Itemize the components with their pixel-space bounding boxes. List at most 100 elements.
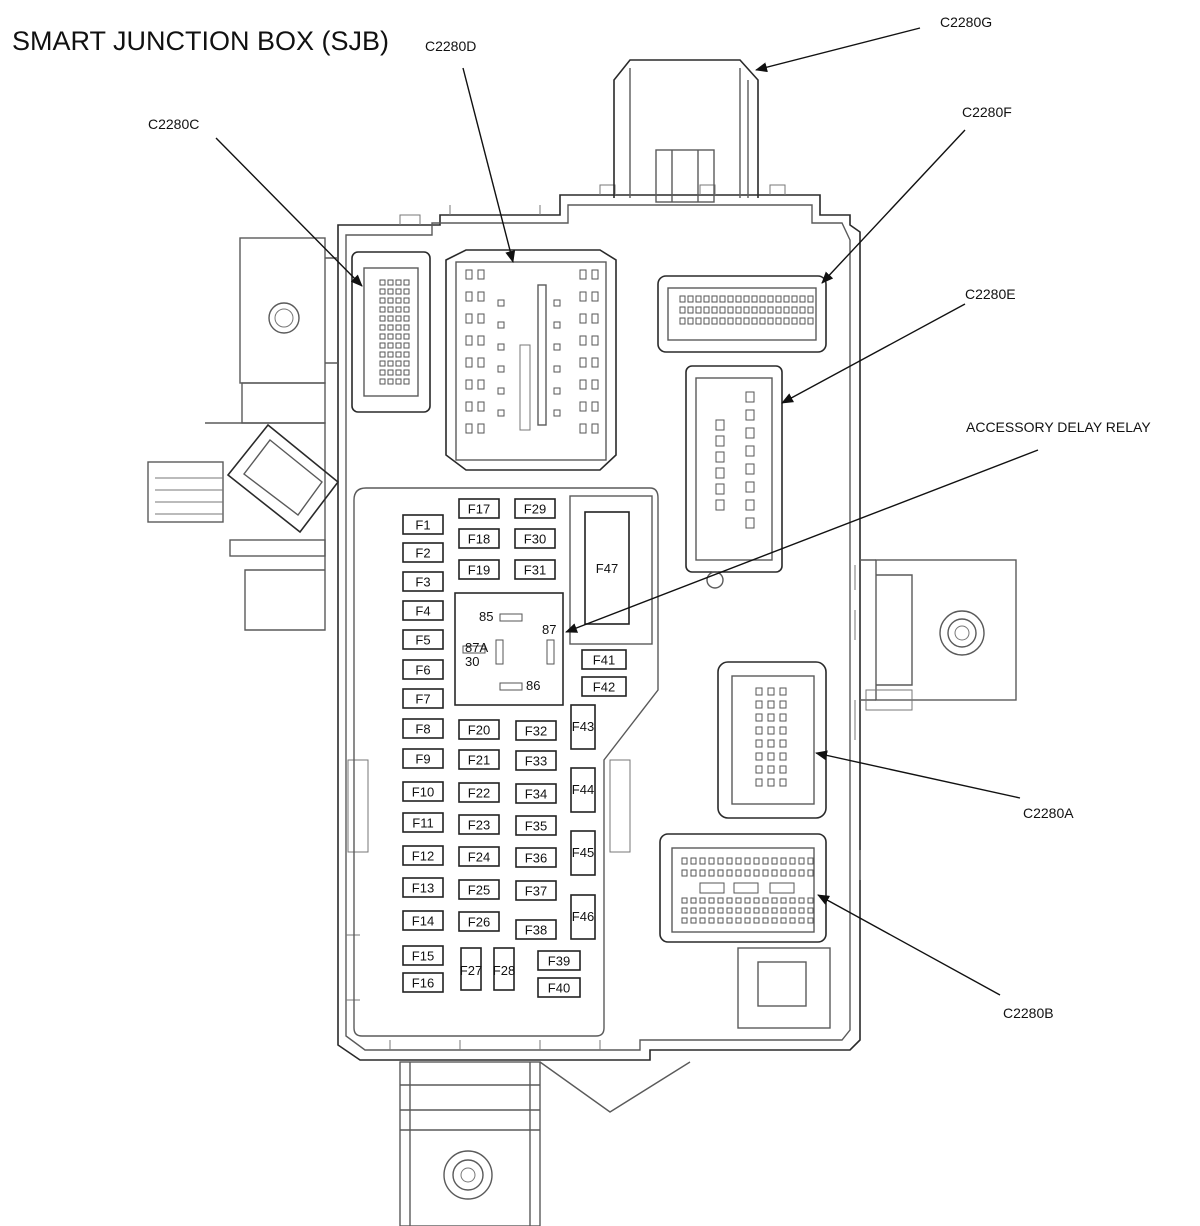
connector-pin bbox=[767, 687, 775, 696]
relay-terminal-87: 87 bbox=[542, 622, 556, 637]
fuse-label: F41 bbox=[593, 653, 615, 668]
fuse-label: F40 bbox=[548, 981, 570, 996]
connector-pin bbox=[387, 279, 394, 286]
connector-pin bbox=[403, 342, 410, 349]
connector-pin bbox=[711, 317, 718, 325]
connector-pin bbox=[744, 907, 751, 914]
fuse-label: F12 bbox=[412, 849, 434, 864]
fuse-body bbox=[402, 910, 444, 931]
fuse-body bbox=[514, 528, 556, 549]
connector-pin bbox=[387, 288, 394, 295]
connector-pin bbox=[690, 897, 697, 904]
connector-pin bbox=[387, 333, 394, 340]
connector-pin bbox=[762, 907, 769, 914]
fuse-body bbox=[584, 511, 630, 625]
connector-pin bbox=[465, 379, 473, 390]
fuse-body bbox=[402, 781, 444, 802]
connector-pin bbox=[779, 726, 787, 735]
connector-pin bbox=[735, 869, 742, 877]
fuse-body bbox=[570, 830, 596, 876]
connector-pin bbox=[755, 687, 763, 696]
connector-pin bbox=[465, 269, 473, 280]
fuse-label: F34 bbox=[525, 787, 547, 802]
connector-pin bbox=[379, 360, 386, 367]
fuse-label: F31 bbox=[524, 563, 546, 578]
connector-pin bbox=[579, 379, 587, 390]
connector-pin bbox=[497, 321, 505, 329]
connector-pin bbox=[727, 317, 734, 325]
connector-pin bbox=[553, 365, 561, 373]
connector-pin bbox=[477, 423, 485, 434]
connector-pin bbox=[395, 378, 402, 385]
connector-pin bbox=[465, 401, 473, 412]
fuse-body bbox=[458, 879, 500, 900]
diagram-title: SMART JUNCTION BOX (SJB) bbox=[12, 26, 389, 56]
connector-pin bbox=[553, 343, 561, 351]
fuse-body bbox=[515, 720, 557, 741]
connector-pin bbox=[745, 445, 755, 457]
fuse-body bbox=[514, 498, 556, 519]
fuse-label: F29 bbox=[524, 502, 546, 517]
connector-pin bbox=[395, 288, 402, 295]
fuse-body bbox=[537, 950, 581, 971]
connector-pin bbox=[743, 306, 750, 314]
fuse-body bbox=[515, 880, 557, 901]
connector-pin bbox=[379, 306, 386, 313]
fuse-body bbox=[458, 498, 500, 519]
connector-pin bbox=[703, 317, 710, 325]
connector-pin bbox=[759, 306, 766, 314]
sjb-housing bbox=[147, 59, 1017, 1226]
connector-pin bbox=[403, 351, 410, 358]
connector-pin bbox=[767, 317, 774, 325]
connector-pin bbox=[403, 378, 410, 385]
connector-pin bbox=[395, 333, 402, 340]
connector-pin bbox=[695, 306, 702, 314]
connector-pin bbox=[687, 295, 694, 303]
connector-pin bbox=[708, 917, 715, 924]
connector-pin bbox=[735, 907, 742, 914]
connector-pin bbox=[403, 288, 410, 295]
connector-pin bbox=[735, 857, 742, 865]
connector-pin bbox=[591, 423, 599, 434]
connector-pin bbox=[591, 291, 599, 302]
label-accessory-delay-relay: ACCESSORY DELAY RELAY bbox=[966, 419, 1151, 435]
connector-pin bbox=[789, 857, 796, 865]
label-c2280c: C2280C bbox=[148, 116, 199, 132]
connector-pin bbox=[379, 342, 386, 349]
connector-pin bbox=[798, 907, 805, 914]
connector-pin bbox=[699, 857, 706, 865]
fuse-label: F22 bbox=[468, 786, 490, 801]
connector-pin bbox=[579, 269, 587, 280]
connector-pin bbox=[395, 369, 402, 376]
connector-pin bbox=[395, 342, 402, 349]
fuse-f24: F24 bbox=[458, 846, 500, 867]
connector-pin bbox=[807, 295, 814, 303]
fuse-body bbox=[515, 750, 557, 771]
connector-pin bbox=[387, 360, 394, 367]
fuse-body bbox=[515, 783, 557, 804]
fuse-label: F18 bbox=[468, 532, 490, 547]
connector-pin bbox=[745, 481, 755, 493]
fuse-f10: F10 bbox=[402, 781, 444, 802]
label-c2280g: C2280G bbox=[940, 14, 992, 30]
fuse-body bbox=[493, 947, 515, 991]
connector-pin bbox=[477, 313, 485, 324]
connector-pin bbox=[699, 869, 706, 877]
connector-pin bbox=[379, 324, 386, 331]
fuse-body bbox=[402, 877, 444, 898]
fuse-body bbox=[402, 571, 444, 592]
fuse-body bbox=[458, 911, 500, 932]
connector-pin bbox=[395, 306, 402, 313]
connector-pin bbox=[767, 752, 775, 761]
fuse-body bbox=[402, 945, 444, 966]
fuse-f39: F39 bbox=[537, 950, 581, 971]
connector-pin bbox=[403, 279, 410, 286]
fuse-body bbox=[570, 704, 596, 750]
relay-terminal-87a: 87A bbox=[465, 640, 488, 655]
connector-pin bbox=[755, 765, 763, 774]
connector-pin bbox=[715, 451, 725, 463]
fuse-label: F35 bbox=[525, 819, 547, 834]
connector-pin bbox=[591, 335, 599, 346]
connector-pin bbox=[717, 917, 724, 924]
connector-pin bbox=[717, 869, 724, 877]
